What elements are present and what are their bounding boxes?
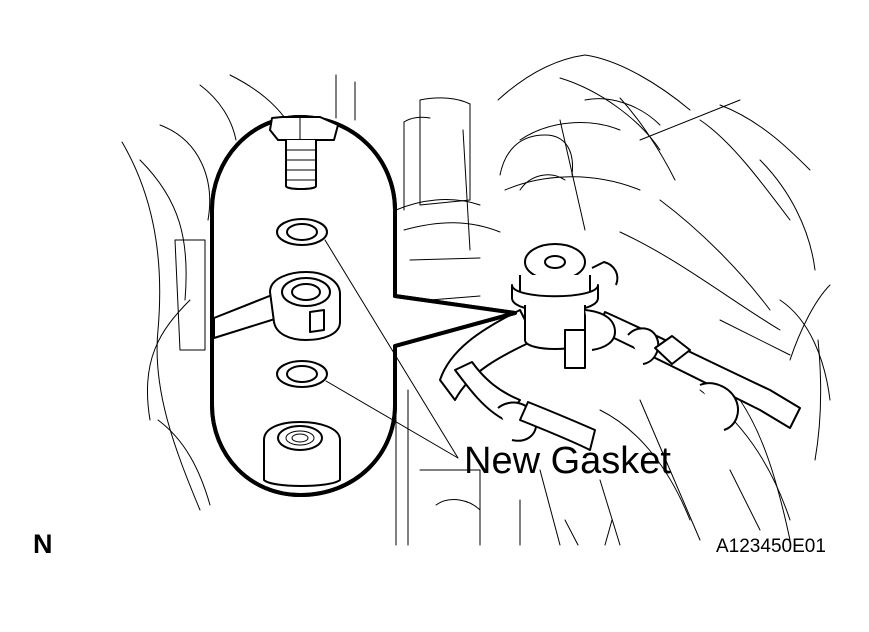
union-fitting-icon (213, 271, 341, 341)
engine-background-lineart (121, 54, 831, 546)
detail-callout-outline (210, 115, 517, 497)
bolt-icon (269, 116, 339, 190)
gasket-icon-upper (276, 218, 328, 246)
fuel-pressure-regulator (511, 243, 619, 369)
fuel-hose-assembly (439, 309, 801, 451)
gasket-icon-lower (276, 360, 328, 388)
threaded-seat-icon (263, 421, 341, 487)
new-gasket-label: New Gasket (464, 440, 671, 482)
callout-leader-lines (324, 239, 459, 459)
figure-code-label: A123450E01 (716, 536, 826, 557)
direction-label: N (33, 529, 53, 559)
detail-callout-interior (214, 119, 508, 493)
